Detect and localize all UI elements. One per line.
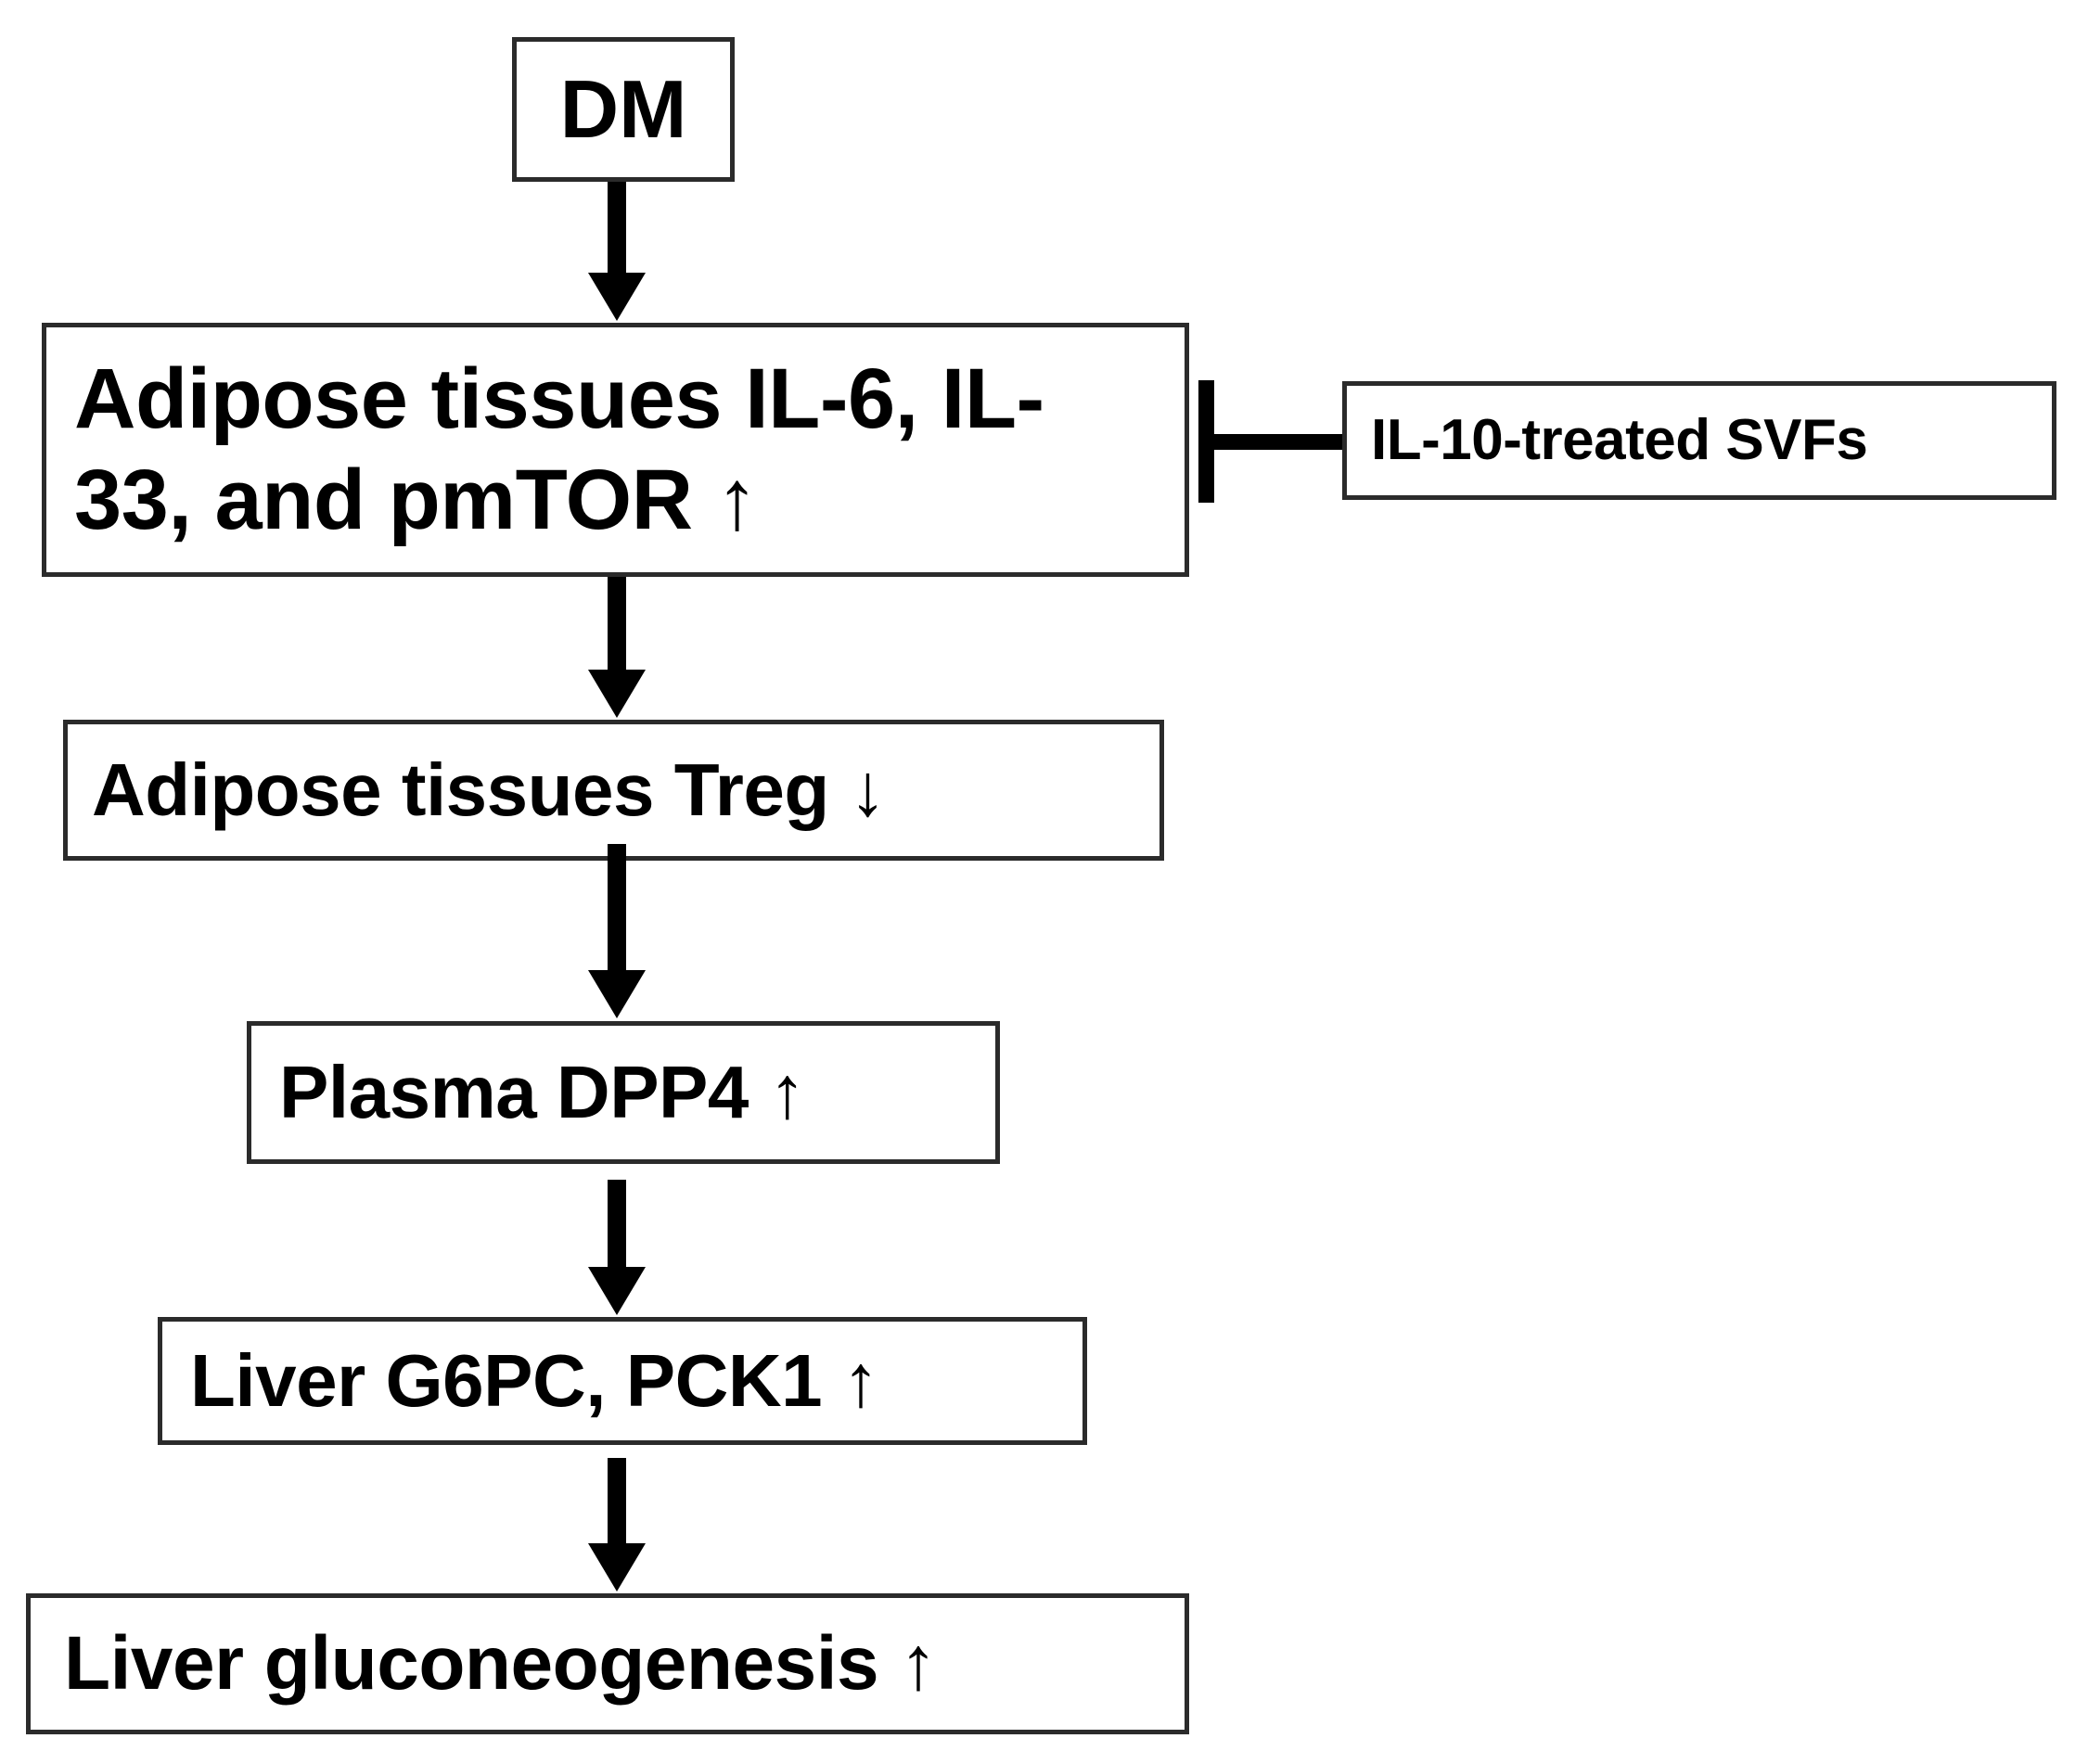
arrow-shaft	[608, 1458, 626, 1545]
node-liver-gluconeogenesis-label: Liver gluconeogenesis ↑	[64, 1620, 937, 1706]
node-adipose-cytokines: Adipose tissues IL-6, IL- 33, and pmTOR …	[42, 323, 1189, 577]
node-il10-treated-svfs: IL-10-treated SVFs	[1342, 381, 2056, 500]
node-liver-g6pc-pck1: Liver G6PC, PCK1 ↑	[158, 1317, 1087, 1445]
node-dm: DM	[512, 37, 735, 182]
arrow-adipose-cytokines-to-treg	[588, 577, 646, 718]
node-liver-g6pc-pck1-label: Liver G6PC, PCK1 ↑	[190, 1338, 879, 1422]
arrow-shaft	[608, 182, 626, 275]
arrow-dm-to-adipose-cytokines	[588, 182, 646, 321]
node-plasma-dpp4: Plasma DPP4 ↑	[247, 1021, 1000, 1164]
arrow-shaft	[608, 844, 626, 972]
node-liver-gluconeogenesis: Liver gluconeogenesis ↑	[26, 1593, 1189, 1734]
node-adipose-treg: Adipose tissues Treg ↓	[63, 720, 1164, 861]
node-adipose-treg-label: Adipose tissues Treg ↓	[92, 748, 886, 831]
node-adipose-cytokines-label: Adipose tissues IL-6, IL- 33, and pmTOR …	[74, 352, 1044, 547]
arrow-shaft	[608, 1180, 626, 1269]
inhibition-connector-svf-to-adipose-cytokines	[1198, 380, 1345, 503]
arrow-head	[588, 273, 646, 321]
node-il10-treated-svfs-label: IL-10-treated SVFs	[1371, 408, 1868, 473]
arrow-dpp4-to-g6pc	[588, 1180, 646, 1315]
node-plasma-dpp4-label: Plasma DPP4 ↑	[279, 1050, 806, 1133]
inhibition-line	[1198, 434, 1345, 450]
arrow-head	[588, 970, 646, 1018]
arrow-shaft	[608, 577, 626, 671]
arrow-head	[588, 670, 646, 718]
arrow-g6pc-to-gluconeogenesis	[588, 1458, 646, 1591]
node-dm-label: DM	[559, 63, 687, 156]
arrow-treg-to-dpp4	[588, 844, 646, 1018]
arrow-head	[588, 1543, 646, 1591]
arrow-head	[588, 1267, 646, 1315]
